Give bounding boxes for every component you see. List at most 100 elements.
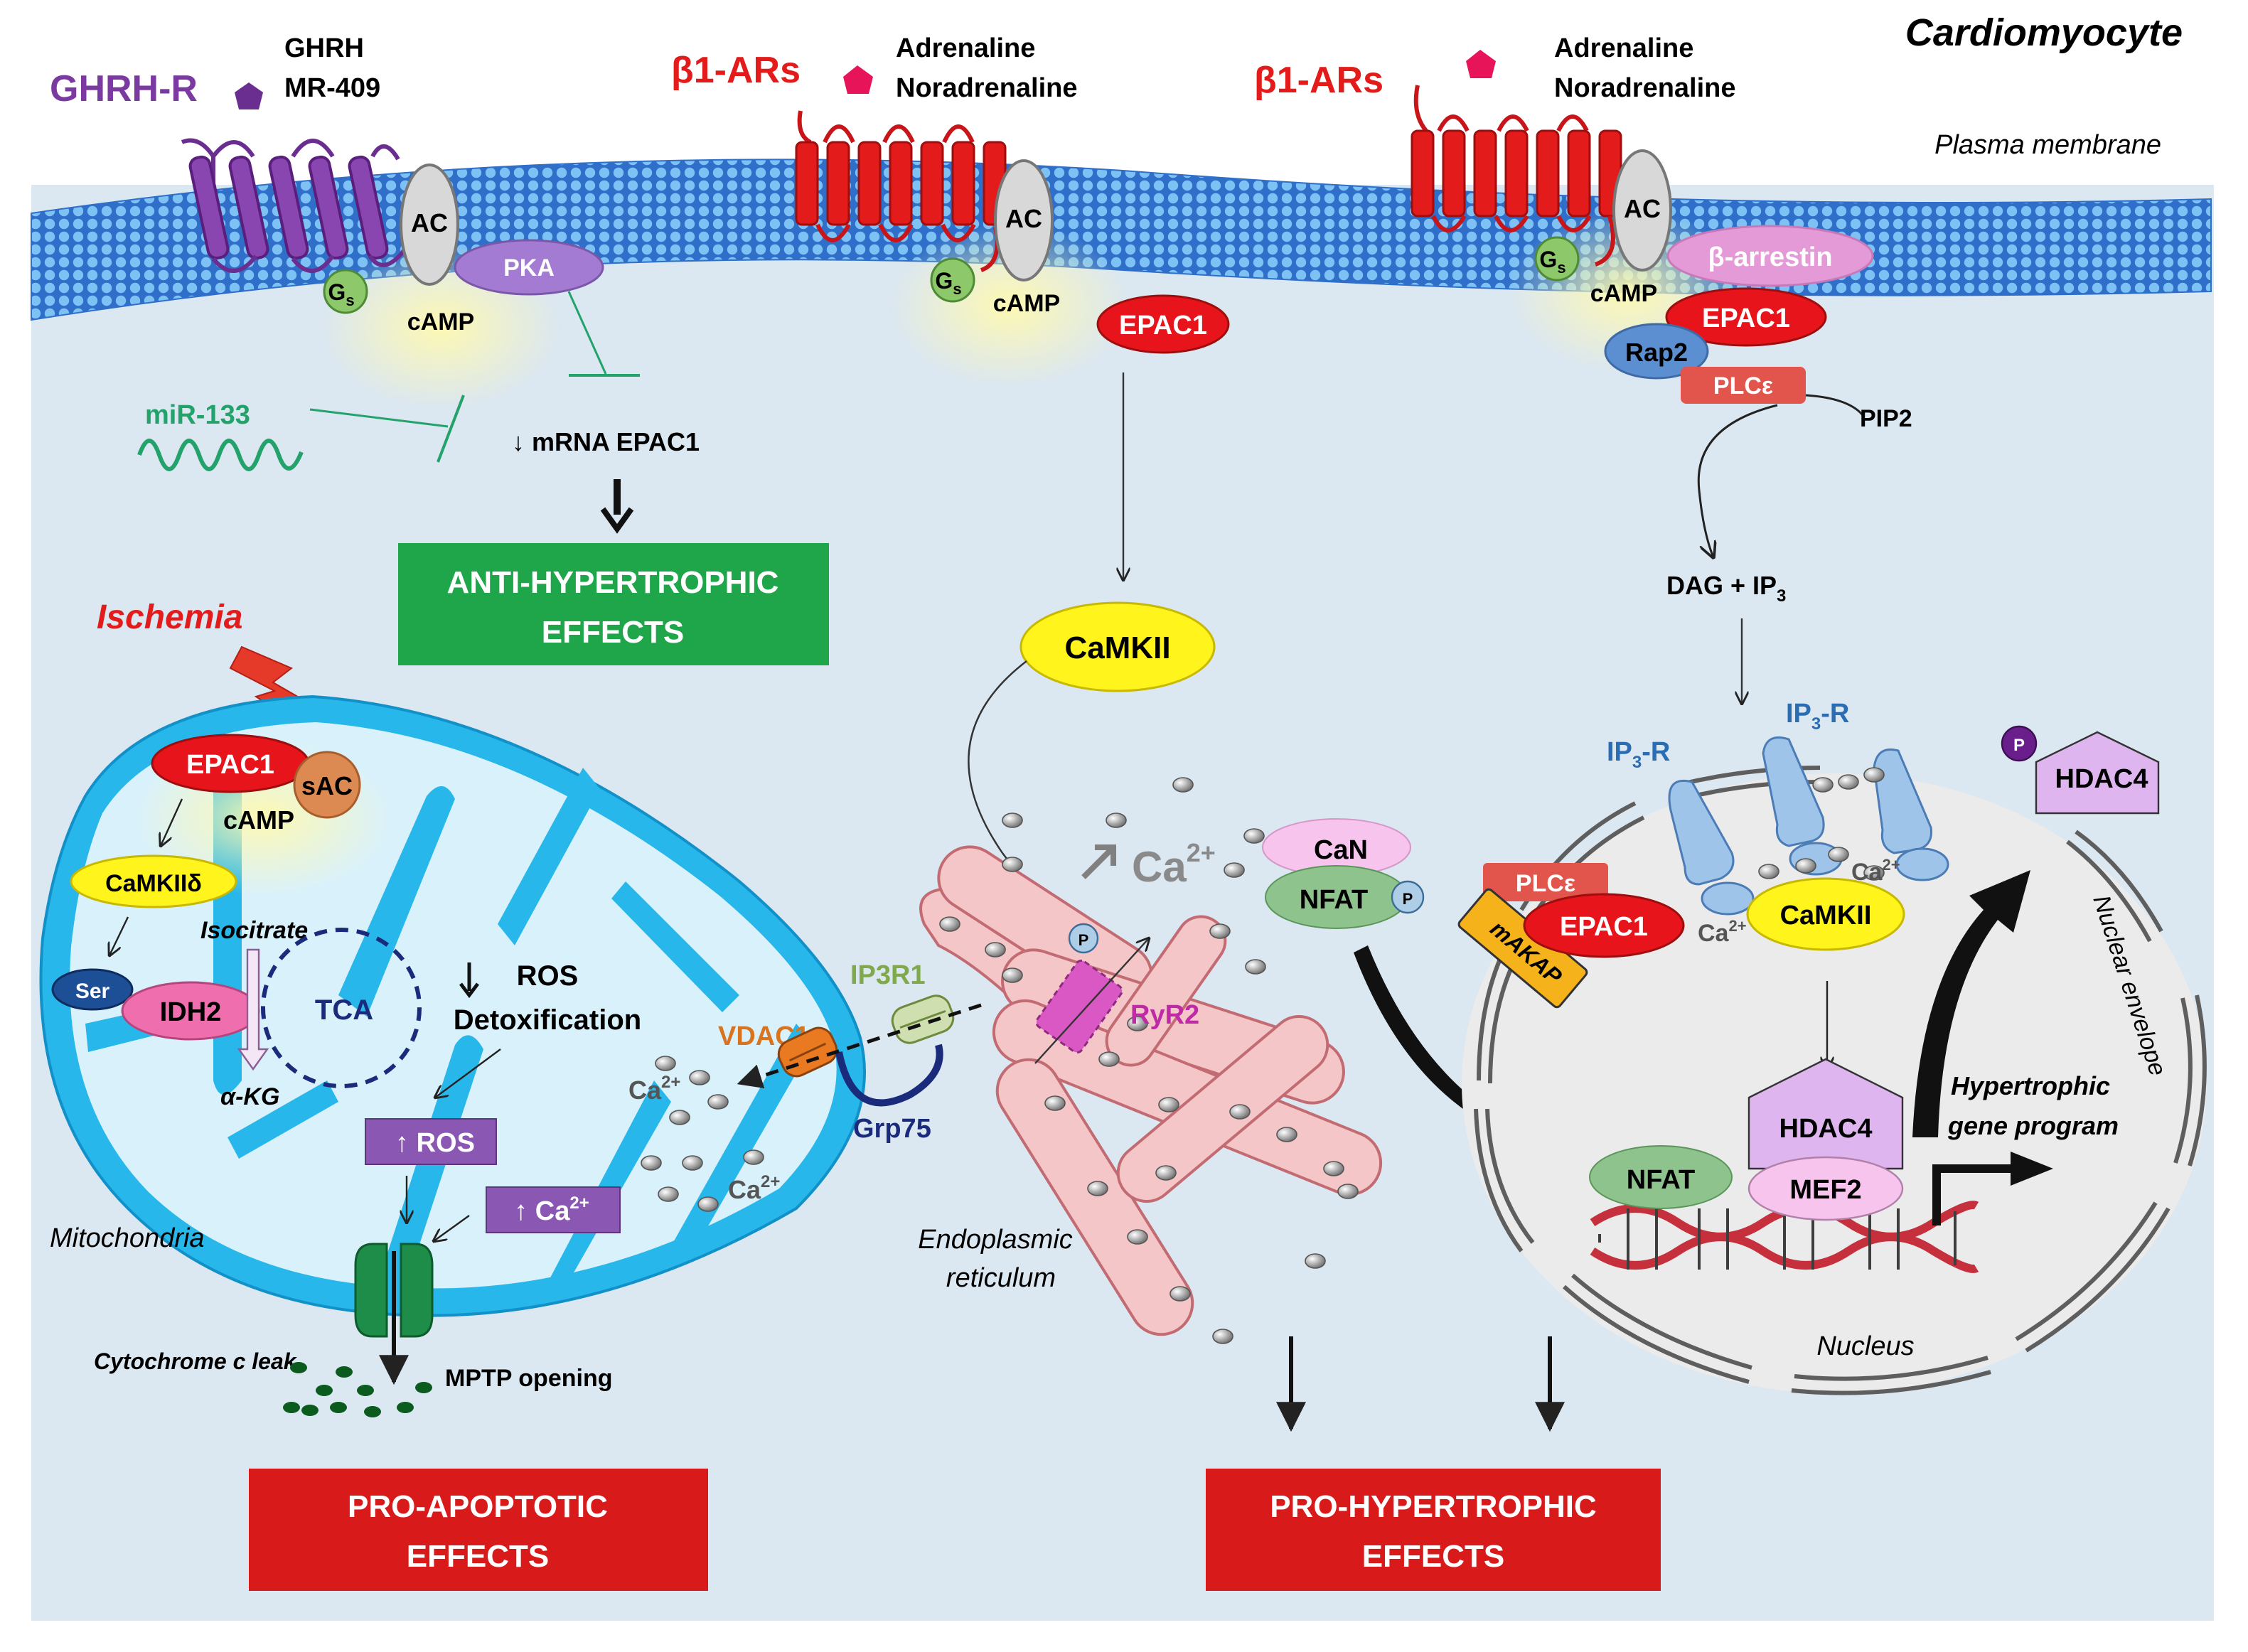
mito-ca-2: Ca2+ bbox=[728, 1172, 780, 1204]
mrna-down-arrowhead bbox=[600, 507, 634, 534]
tca-label: TCA bbox=[315, 994, 373, 1026]
cytosolic-ca-ions bbox=[1002, 777, 1266, 975]
cytochrome-c-label: Cytochrome c leak bbox=[94, 1348, 298, 1374]
epac1-right bbox=[1665, 287, 1827, 347]
camp-mito: cAMP bbox=[223, 805, 294, 835]
mito-ca-1: Ca2+ bbox=[628, 1073, 680, 1105]
mef2 bbox=[1747, 1156, 1904, 1221]
ser-label: Ser bbox=[75, 980, 110, 1003]
cytochrome-c-dots bbox=[283, 1362, 432, 1417]
ryr2-label: RyR2 bbox=[1130, 1000, 1199, 1030]
camkiid-to-ser-arrow bbox=[109, 916, 129, 955]
transcription-arrowhead bbox=[2011, 1152, 2053, 1186]
hdac4-exported-label: HDAC4 bbox=[2055, 764, 2148, 794]
b1ar-right-receptor bbox=[1411, 85, 1622, 267]
pro-apoptotic-text-2: EFFECTS bbox=[407, 1539, 549, 1574]
pro-hypertrophic-text-2: EFFECTS bbox=[1362, 1539, 1504, 1574]
ros-up-label: ↑ ROS bbox=[395, 1128, 475, 1158]
plce-nuclear-label: PLCε bbox=[1516, 870, 1575, 897]
b-arrestin bbox=[1666, 225, 1874, 287]
mir-inhibit-line bbox=[309, 408, 449, 428]
ac-right-label: AC bbox=[1624, 194, 1661, 223]
gs-center bbox=[930, 257, 975, 303]
nfat-nuclear bbox=[1589, 1145, 1733, 1209]
can-label: CaN bbox=[1314, 835, 1368, 865]
plce-top-label: PLCε bbox=[1713, 372, 1773, 399]
ghrh-ligand-label-1: GHRH bbox=[284, 33, 364, 63]
ip3r1-channel bbox=[891, 994, 955, 1044]
hdac4-phospho-label: P bbox=[2013, 736, 2025, 755]
ghrh-ligand bbox=[235, 82, 263, 109]
pip2-link bbox=[1805, 394, 1864, 416]
plce-top bbox=[1681, 367, 1806, 404]
adrenaline-center-label: Adrenaline bbox=[896, 33, 1035, 63]
isocitrate-arrow bbox=[237, 948, 269, 1071]
camkii-center bbox=[1019, 601, 1216, 692]
ca-big-label: Ca2+ bbox=[1132, 838, 1216, 891]
er-label-2: reticulum bbox=[946, 1263, 1056, 1293]
rap2 bbox=[1604, 323, 1709, 380]
ros-detox-1: ROS bbox=[517, 960, 579, 992]
b1ar-center-label: β1-ARs bbox=[671, 50, 801, 91]
hypertrophic-gene-1: Hypertrophic bbox=[1951, 1071, 2110, 1100]
pka-label: PKA bbox=[503, 254, 555, 281]
nfat-center-label: NFAT bbox=[1300, 885, 1368, 915]
pip2-label: PIP2 bbox=[1860, 405, 1912, 432]
epac1-mito-label: EPAC1 bbox=[186, 750, 274, 780]
ac-center bbox=[994, 159, 1054, 281]
adrenaline-center bbox=[843, 65, 873, 94]
adrenaline-right bbox=[1466, 50, 1496, 78]
ca-to-mptp-arrow bbox=[434, 1215, 470, 1241]
anti-hypertrophic-box bbox=[398, 543, 829, 665]
akg-label: α-KG bbox=[220, 1083, 279, 1110]
ip3r-label-2: IP3-R bbox=[1786, 699, 1849, 734]
camkii-nuclear-label: CaMKII bbox=[1780, 901, 1872, 930]
nfat-phospho-label: P bbox=[1403, 890, 1413, 908]
ca-up-label: ↑ Ca2+ bbox=[514, 1194, 589, 1226]
cell-title: Cardiomyocyte bbox=[1905, 11, 2183, 54]
camp-center: cAMP bbox=[993, 290, 1060, 317]
ac-left-label: AC bbox=[411, 208, 448, 237]
tca-cycle bbox=[261, 928, 422, 1088]
nucleus-label: Nucleus bbox=[1816, 1331, 1914, 1361]
detox-to-ros-arrow bbox=[435, 1048, 501, 1098]
hdac4-phospho bbox=[2001, 725, 2038, 762]
mptp-channel bbox=[354, 1243, 434, 1338]
gs-center-label: Gs bbox=[935, 268, 961, 298]
mptp-opening-label: MPTP opening bbox=[445, 1365, 612, 1392]
epac1-nuclear-label: EPAC1 bbox=[1560, 912, 1648, 942]
er-label-1: Endoplasmic bbox=[918, 1225, 1073, 1255]
ghrh-ligand-label-2: MR-409 bbox=[284, 73, 380, 103]
ischemia-label: Ischemia bbox=[97, 599, 242, 636]
grp75-link bbox=[835, 1044, 943, 1107]
ghrh-r-label: GHRH-R bbox=[50, 68, 198, 109]
ip3r-channels bbox=[1668, 736, 1949, 916]
isocitrate-label: Isocitrate bbox=[200, 917, 308, 944]
ros-detox-2: Detoxification bbox=[454, 1004, 641, 1036]
ros-up-box bbox=[365, 1118, 497, 1165]
nuclear-ca-ions bbox=[1758, 767, 1885, 881]
ser bbox=[51, 968, 134, 1011]
epac1-nuclear bbox=[1523, 893, 1685, 958]
camkii-nuclear bbox=[1746, 877, 1905, 951]
ros-down-arrowhead bbox=[459, 982, 479, 999]
epac1-right-label: EPAC1 bbox=[1702, 304, 1790, 333]
b-arrestin-label: β-arrestin bbox=[1708, 242, 1832, 272]
epac1-to-camkiid-arrow bbox=[161, 798, 183, 846]
hdac4-export-arrow bbox=[1912, 870, 2030, 1137]
gs-left-label: Gs bbox=[328, 279, 354, 309]
hdac4-nuclear-label: HDAC4 bbox=[1779, 1114, 1873, 1144]
sac bbox=[293, 751, 361, 819]
nuclear-ca-2: Ca2+ bbox=[1698, 917, 1747, 947]
nfat-nuclear-label: NFAT bbox=[1627, 1165, 1695, 1195]
ac-right bbox=[1612, 149, 1672, 272]
ca-up-box bbox=[486, 1186, 621, 1233]
noradrenaline-right-label: Noradrenaline bbox=[1554, 73, 1736, 103]
hdac4-exported bbox=[2035, 731, 2160, 815]
dag-ip3: DAG + IP3 bbox=[1666, 571, 1786, 606]
gs-right bbox=[1534, 236, 1580, 281]
ryr2-phospho-label: P bbox=[1078, 931, 1089, 949]
ca-increase-arrow bbox=[1081, 844, 1116, 879]
pka-inhibit-line bbox=[567, 291, 607, 375]
